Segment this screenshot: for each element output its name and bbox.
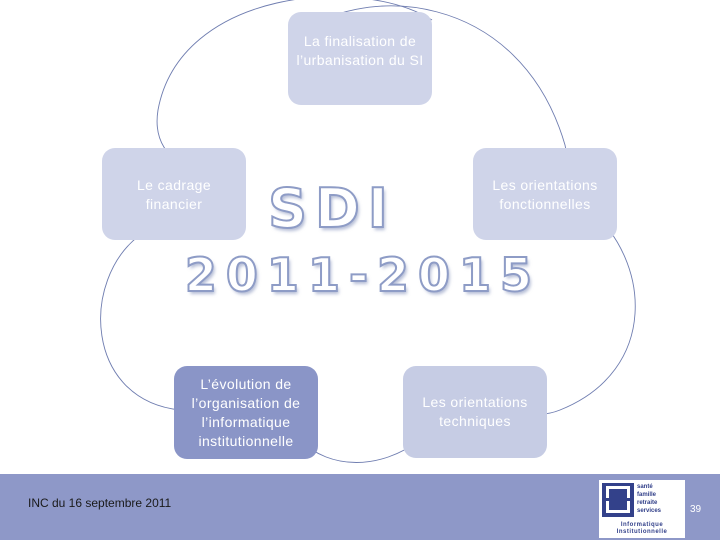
slide-title: SDI 2011-2015 bbox=[0, 177, 720, 310]
node-orientations-fonctionnelles: Les orientations fonctionnelles bbox=[473, 148, 617, 240]
petal-left bbox=[100, 234, 181, 411]
node-cadrage-financier-label: Le cadrage financier bbox=[136, 177, 212, 212]
node-evolution-organisation: L’évolution de l’organisation de l’infor… bbox=[174, 366, 318, 459]
msa-logo-mark bbox=[602, 483, 634, 517]
node-cadrage-financier: Le cadrage financier bbox=[102, 148, 246, 240]
node-urbanisation-label: La finalisation de l’urbanisation du SI bbox=[296, 33, 424, 68]
msa-logo-caption: Informatique Institutionnelle bbox=[616, 522, 668, 535]
node-orientations-fonctionnelles-label: Les orientations fonctionnelles bbox=[492, 177, 598, 212]
node-evolution-organisation-label: L’évolution de l’organisation de l’infor… bbox=[191, 375, 301, 449]
node-orientations-techniques: Les orientations techniques bbox=[403, 366, 547, 458]
footer-bar: INC du 16 septembre 2011 santé famille r… bbox=[0, 474, 720, 540]
node-urbanisation: La finalisation de l’urbanisation du SI bbox=[288, 12, 432, 105]
petal-bottom bbox=[299, 439, 421, 463]
page-number: 39 bbox=[690, 504, 702, 515]
title-line-2: 2011-2015 bbox=[184, 247, 542, 303]
title-line-1: SDI bbox=[267, 177, 396, 241]
footer-date: INC du 16 septembre 2011 bbox=[28, 496, 172, 510]
msa-logo: santé famille retraite services Informat… bbox=[599, 480, 685, 538]
msa-logo-words: santé famille retraite services bbox=[637, 484, 662, 514]
node-orientations-techniques-label: Les orientations techniques bbox=[422, 394, 528, 429]
